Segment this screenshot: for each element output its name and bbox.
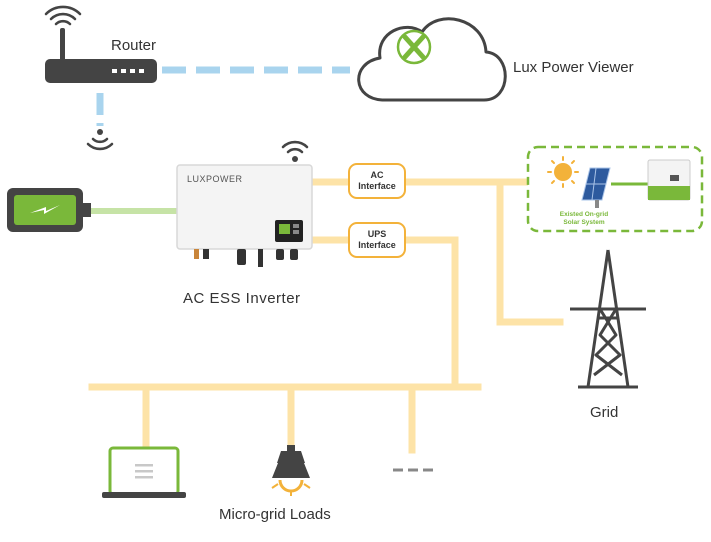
pv-inverter-icon [647,159,691,201]
solar-caption-line1: Existed On-grid [559,211,609,218]
ups-interface-line1: UPS [367,229,387,239]
inverter-brand-logo: LUXPOWER [187,174,243,184]
router-icon [45,28,157,83]
ups-interface-box: UPS Interface [348,222,406,258]
lamp-icon [271,445,311,496]
wifi-icon [44,5,82,26]
wifi-icon [86,129,114,151]
laptop-icon [102,446,186,498]
solar-caption-line2: Solar System [563,219,605,226]
micro-grid-loads-label: Micro-grid Loads [219,506,331,523]
sun-icon [547,156,579,188]
grid-label: Grid [590,404,619,421]
ac-interface-line1: AC [370,170,384,180]
ups-interface-line2: Interface [358,240,396,250]
wifi-icon [281,140,309,162]
router-label: Router [111,37,157,54]
lux-power-logo-icon [396,29,432,65]
solar-system-caption: Existed On-grid Solar System [550,211,618,227]
battery-icon [7,188,91,232]
cloud-icon [357,17,507,102]
power-bus [88,178,564,454]
ac-interface-line2: Interface [358,181,396,191]
ac-interface-box: AC Interface [348,163,406,199]
grid-tower-icon [570,249,646,389]
inverter-label: AC ESS Inverter [183,290,301,307]
lux-power-viewer-label: Lux Power Viewer [513,59,634,76]
inverter-device [176,164,313,267]
solar-panel-icon [581,167,611,208]
